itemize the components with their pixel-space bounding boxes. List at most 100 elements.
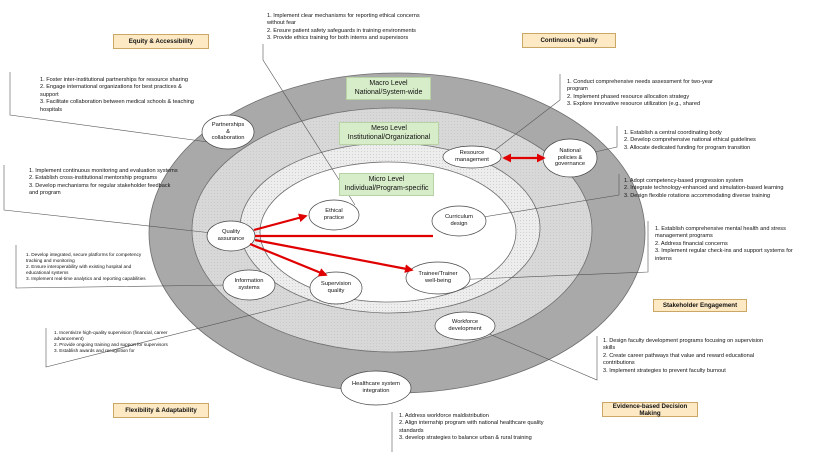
macro-level-subtitle: National/System-wide (354, 88, 423, 96)
note-national-2: 2. Develop comprehensive national ethica… (624, 137, 756, 144)
healthcare-line-1: Healthcare system (351, 381, 400, 388)
resource-line-1: Resource (459, 150, 485, 157)
note-information-3: 3. Implement real-time analytics and rep… (26, 276, 146, 282)
note-supervision-quality: 1. Incentivize high-quality supervision … (54, 330, 174, 354)
trainee-wellbeing-label: Trainee/Trainer well-being (406, 262, 470, 294)
supervision-quality-label: Supervision quality (310, 272, 362, 304)
note-partnerships: 1. Foster inter-institutional partnershi… (40, 77, 200, 114)
note-trainee-wellbeing: 1. Establish comprehensive mental health… (655, 226, 805, 263)
note-national-policies: 1. Establish a central coordinating body… (624, 130, 804, 152)
note-curriculum-design: 1. Adopt competency-based progression sy… (624, 178, 804, 200)
curriculum-design-node[interactable] (431, 205, 487, 237)
note-information-1: 1. Develop integrated, secure platforms … (26, 252, 142, 264)
partnerships-line-2: & (226, 128, 230, 135)
note-partnerships-3: 3. Facilitate collaboration between medi… (40, 99, 194, 113)
partnerships-node[interactable] (201, 114, 255, 150)
note-qa-2: 2. Establish cross-institutional mentors… (29, 175, 158, 182)
partnerships-line-1: Partnerships (211, 121, 245, 128)
micro-level-title: Micro Level (368, 175, 405, 183)
note-resource-2: 2. Implement phased resource allocation … (567, 93, 690, 100)
note-supervision-1: 1. Incentivize high-quality supervision … (54, 330, 168, 342)
resource-line-2: management (455, 157, 489, 163)
meso-level-subtitle: Institutional/Organizational (347, 133, 431, 141)
qa-line-2: assurance (217, 236, 245, 242)
note-healthcare-3: 3. develop strategies to balance urban &… (399, 435, 532, 442)
note-workforce-3: 3. Implement strategies to prevent facul… (603, 367, 726, 374)
note-qa-3: 3. Develop mechanisms for regular stakeh… (29, 182, 171, 197)
ethical-line-1: Ethical (325, 208, 343, 215)
note-partnerships-2: 2. Engage international organizations fo… (40, 84, 182, 98)
note-national-3: 3. Allocate dedicated funding for progra… (624, 144, 751, 151)
meso-level-title: Meso Level (371, 124, 407, 132)
workforce-line-2: development (448, 326, 482, 332)
ethical-practice-node[interactable] (308, 199, 360, 231)
theme-continuous-quality: Continuous Quality (522, 33, 616, 48)
note-curriculum-2: 2. Integrate technology-enhanced and sim… (624, 185, 784, 192)
note-supervision-2: 2. Provide ongoing training and support … (54, 342, 168, 348)
theme-evidence-based: Evidence-based Decision Making (602, 402, 698, 417)
note-ethical-practice: 1. Implement clear mechanisms for report… (267, 13, 427, 43)
information-line-2: systems (238, 285, 260, 291)
arrow-qa-supervision (249, 242, 328, 277)
partnerships-label: Partnerships & collaboration (202, 115, 254, 149)
national-policies-label: National policies & governance (543, 139, 597, 177)
macro-level-title: Macro Level (369, 79, 408, 87)
note-curriculum-1: 1. Adopt competency-based progression sy… (624, 178, 744, 184)
note-curriculum-3: 3. Design flexible rotations accommodati… (624, 192, 771, 199)
arrow-qa-trainee (254, 238, 414, 274)
national-line-2: policies & (557, 154, 583, 161)
macro-level-label: Macro Level National/System-wide (346, 77, 431, 100)
trainee-line-1: Trainee/Trainer (418, 271, 458, 278)
note-resource-1: 1. Conduct comprehensive needs assessmen… (567, 79, 713, 93)
theme-flexibility-adaptability: Flexibility & Adaptability (113, 403, 209, 418)
curriculum-design-label: Curriculum design (432, 206, 486, 236)
meso-level-label: Meso Level Institutional/Organizational (339, 122, 439, 145)
arrow-qa-ethical (253, 213, 308, 232)
healthcare-line-2: integration (362, 388, 390, 394)
supervision-line-2: quality (327, 288, 345, 294)
note-healthcare-integration: 1. Address workforce maldistribution 2. … (399, 413, 564, 443)
note-ethical-1: 1. Implement clear mechanisms for report… (267, 13, 420, 27)
note-information-systems: 1. Develop integrated, secure platforms … (26, 252, 146, 283)
supervision-quality-node[interactable] (309, 271, 363, 305)
theme-equity-accessibility: Equity & Accessibility (113, 34, 209, 49)
note-workforce-development: 1. Design faculty development programs f… (603, 338, 773, 375)
micro-level-subtitle: Individual/Program-specific (344, 184, 429, 192)
quality-assurance-label: Quality assurance (207, 221, 255, 251)
workforce-development-node[interactable] (434, 311, 496, 341)
supervision-line-1: Supervision (320, 281, 352, 288)
information-systems-node[interactable] (222, 269, 276, 301)
note-workforce-2: 2. Create career pathways that value and… (603, 352, 755, 367)
workforce-development-label: Workforce development (435, 312, 495, 340)
healthcare-integration-node[interactable] (340, 370, 412, 406)
national-line-3: governance (554, 161, 586, 168)
micro-level-label: Micro Level Individual/Program-specific (339, 173, 434, 196)
qa-line-1: Quality (221, 229, 241, 236)
note-trainee-3: 3. Implement regular check-ins and suppo… (655, 248, 793, 262)
note-national-1: 1. Establish a central coordinating body (624, 130, 722, 136)
theme-stakeholder-engagement: Stakeholder Engagement (653, 299, 747, 312)
connector-lines (3, 44, 649, 452)
note-healthcare-2: 2. Align internship program with nationa… (399, 420, 544, 434)
trainee-wellbeing-node[interactable] (405, 261, 471, 295)
curriculum-line-2: design (450, 221, 468, 227)
note-quality-assurance: 1. Implement continuous monitoring and e… (29, 168, 179, 198)
note-workforce-1: 1. Design faculty development programs f… (603, 338, 764, 352)
partnerships-line-3: collaboration (211, 135, 245, 142)
national-line-1: National (559, 147, 581, 154)
ethical-practice-label: Ethical practice (309, 200, 359, 230)
note-ethical-3: 3. Provide ethics training for both inte… (267, 35, 409, 42)
note-healthcare-1: 1. Address workforce maldistribution (399, 413, 489, 419)
note-information-2: 2. Ensure interoperability with existing… (26, 264, 132, 276)
trainee-line-2: well-being (424, 278, 452, 284)
workforce-line-1: Workforce (451, 319, 479, 326)
curriculum-line-1: Curriculum (444, 214, 474, 221)
ethical-line-2: practice (323, 215, 345, 221)
resource-management-label: Resource management (443, 146, 501, 168)
resource-management-node[interactable] (442, 145, 502, 169)
information-line-1: Information (234, 278, 264, 285)
note-supervision-3: 3. Establish awards and recognition for (54, 348, 135, 354)
note-resource-management: 1. Conduct comprehensive needs assessmen… (567, 79, 722, 109)
note-partnerships-1: 1. Foster inter-institutional partnershi… (40, 77, 188, 83)
